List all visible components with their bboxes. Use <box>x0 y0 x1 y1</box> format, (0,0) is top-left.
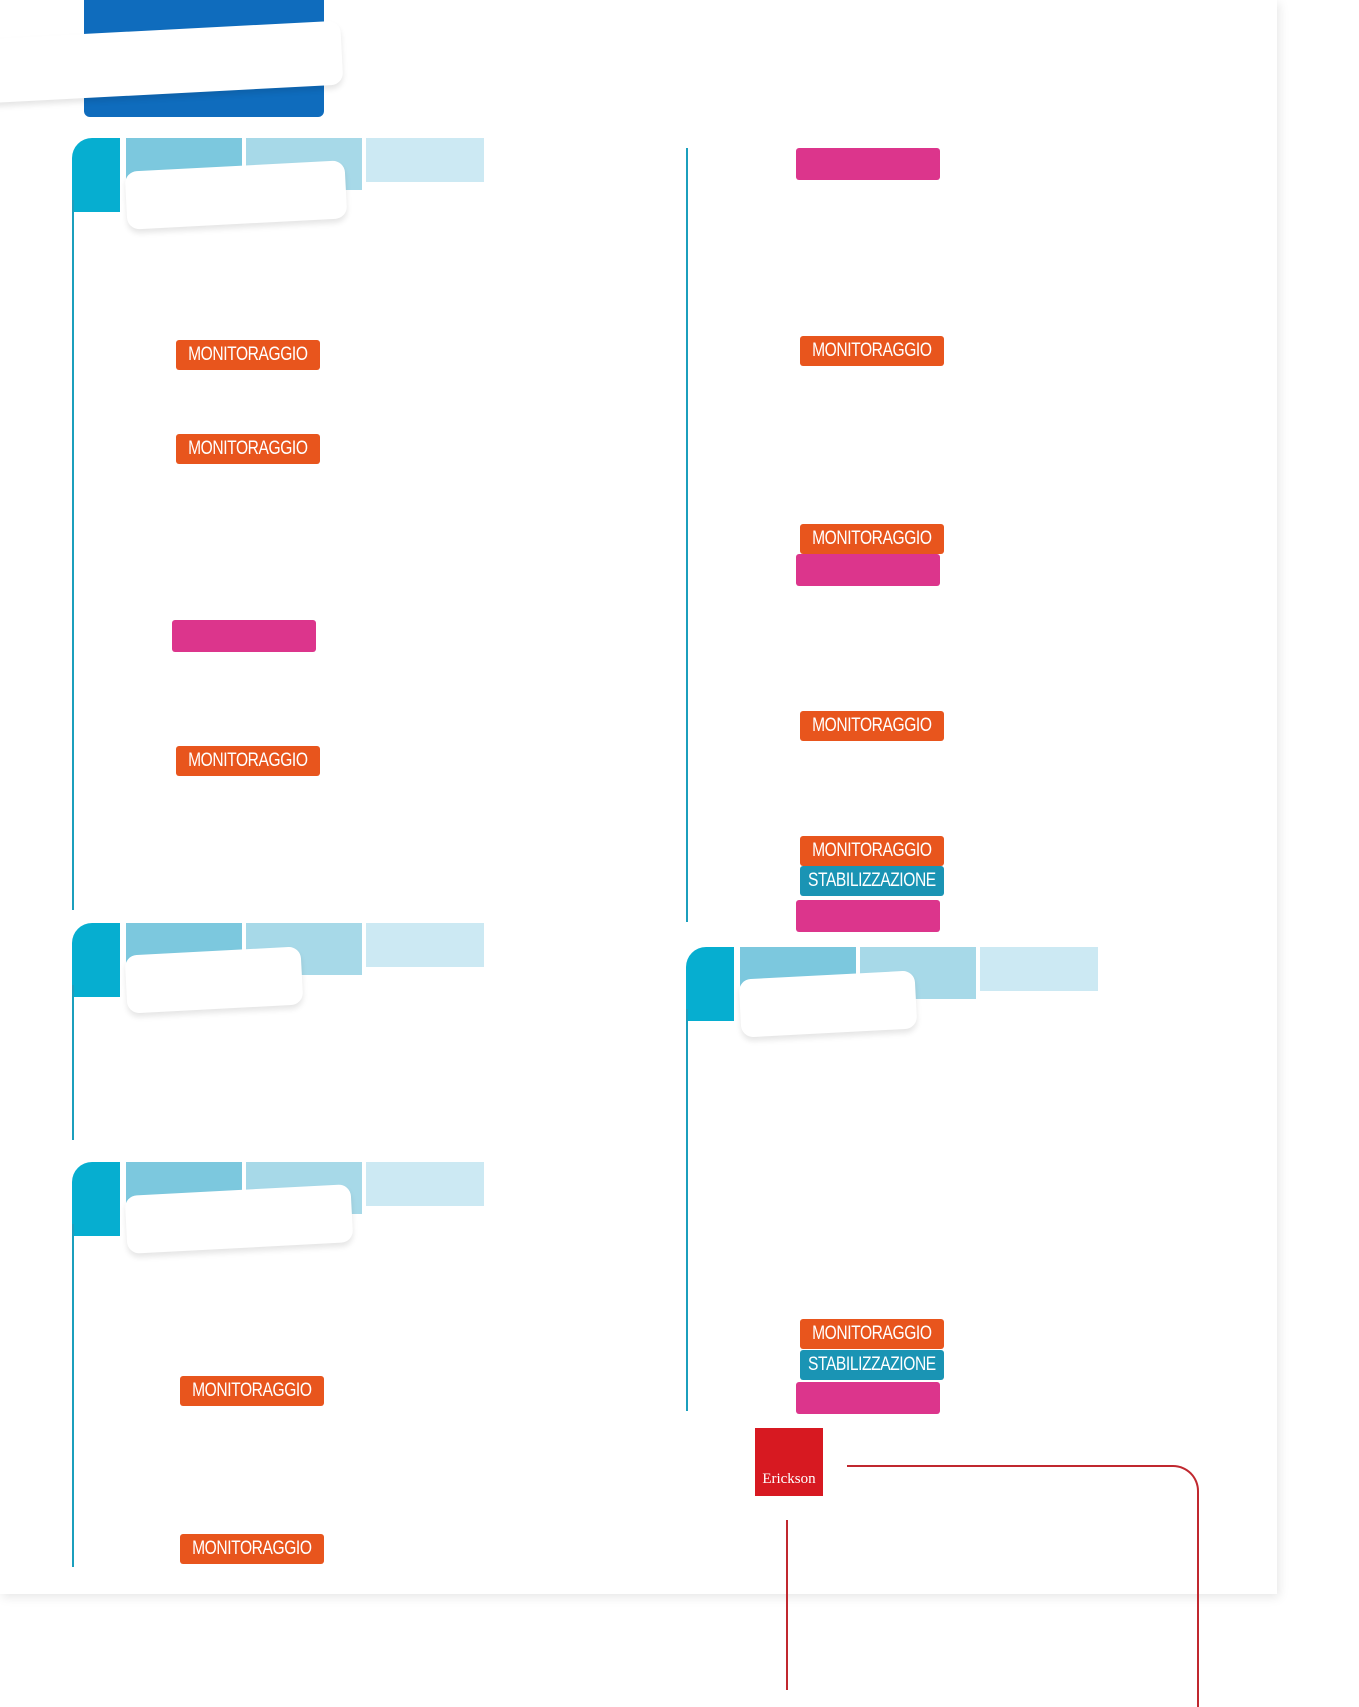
section-tab <box>72 138 120 212</box>
section-rule <box>72 200 74 910</box>
pink-tag <box>796 1382 940 1414</box>
monitoraggio-tag: MONITORAGGIO <box>800 836 944 866</box>
pink-tag <box>796 554 940 586</box>
stabilizzazione-tag: STABILIZZAZIONE <box>800 866 944 896</box>
callout-box <box>847 1465 1199 1707</box>
monitoraggio-tag: MONITORAGGIO <box>176 746 320 776</box>
section-title-card <box>124 946 304 1014</box>
section-tab <box>366 138 484 182</box>
monitoraggio-tag: MONITORAGGIO <box>800 1319 944 1349</box>
document-page: MONITORAGGIO MONITORAGGIO MONITORAGGIO M… <box>72 0 1106 1567</box>
section-tab <box>72 923 120 997</box>
monitoraggio-tag: MONITORAGGIO <box>800 524 944 554</box>
pink-tag <box>172 620 316 652</box>
section-tab <box>366 1162 484 1206</box>
section-tab <box>366 923 484 967</box>
section-tab <box>686 947 734 1021</box>
section-header <box>686 947 1106 1038</box>
pink-tag <box>796 148 940 180</box>
monitoraggio-tag: MONITORAGGIO <box>800 711 944 741</box>
monitoraggio-tag: MONITORAGGIO <box>176 434 320 464</box>
section-tab <box>72 1162 120 1236</box>
stabilizzazione-tag: STABILIZZAZIONE <box>800 1350 944 1380</box>
monitoraggio-tag: MONITORAGGIO <box>176 340 320 370</box>
erickson-logo: Erickson <box>755 1428 823 1496</box>
section-header <box>72 1162 492 1254</box>
section-rule <box>72 985 74 1140</box>
section-rule <box>686 1009 688 1411</box>
callout-stem <box>786 1520 788 1690</box>
section-title-card <box>124 1184 354 1254</box>
section-title-card <box>738 970 918 1038</box>
column-rule <box>686 148 688 922</box>
section-title-card <box>124 160 348 230</box>
section-rule <box>72 1224 74 1567</box>
monitoraggio-tag: MONITORAGGIO <box>800 336 944 366</box>
monitoraggio-tag: MONITORAGGIO <box>180 1534 324 1564</box>
section-tab <box>980 947 1098 991</box>
monitoraggio-tag: MONITORAGGIO <box>180 1376 324 1406</box>
section-header <box>72 923 492 1014</box>
brand-flag-fringe <box>84 100 324 114</box>
section-header <box>72 138 492 230</box>
pink-tag <box>796 900 940 932</box>
